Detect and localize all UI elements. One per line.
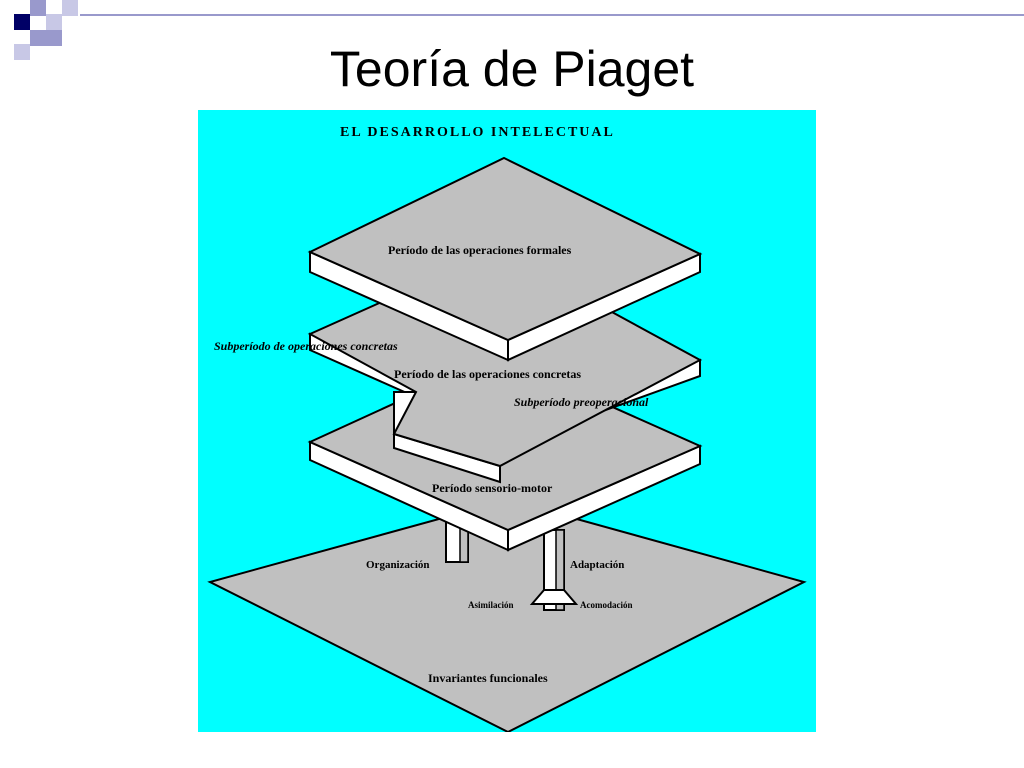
deco-square <box>46 30 62 46</box>
base-plane <box>207 498 807 732</box>
corner-decoration <box>0 0 80 60</box>
label-sensorimotor-period: Período sensorio-motor <box>432 481 553 495</box>
slide-title: Teoría de Piaget <box>329 41 695 97</box>
label-preoperational-subperiod: Subperíodo preoperacional <box>514 395 649 409</box>
label-assimilation: Asimilación <box>468 600 514 610</box>
label-functional-invariants: Invariantes funcionales <box>428 671 548 685</box>
deco-square <box>14 14 30 30</box>
label-formal-period: Período de las operaciones formales <box>388 243 572 257</box>
formal-slab-top <box>307 156 703 342</box>
label-organization: Organización <box>366 559 430 571</box>
deco-square <box>14 44 30 60</box>
intellectual-development-diagram: EL DESARROLLO INTELECTUAL Período de las… <box>198 110 816 732</box>
deco-square <box>46 14 62 30</box>
deco-square <box>30 30 46 46</box>
adaptation-pillar-foot <box>529 589 579 605</box>
diagram-canvas: EL DESARROLLO INTELECTUAL Período de las… <box>198 110 816 732</box>
deco-square <box>30 0 46 16</box>
deco-square <box>62 0 78 16</box>
label-concrete-period: Período de las operaciones concretas <box>394 367 581 381</box>
title-rule <box>80 14 1024 16</box>
diagram-heading: EL DESARROLLO INTELECTUAL <box>340 125 615 140</box>
label-concrete-subperiod: Subperíodo de operaciones concretas <box>214 339 398 353</box>
label-adaptation: Adaptación <box>570 559 624 571</box>
label-accommodation: Acomodación <box>580 600 633 610</box>
